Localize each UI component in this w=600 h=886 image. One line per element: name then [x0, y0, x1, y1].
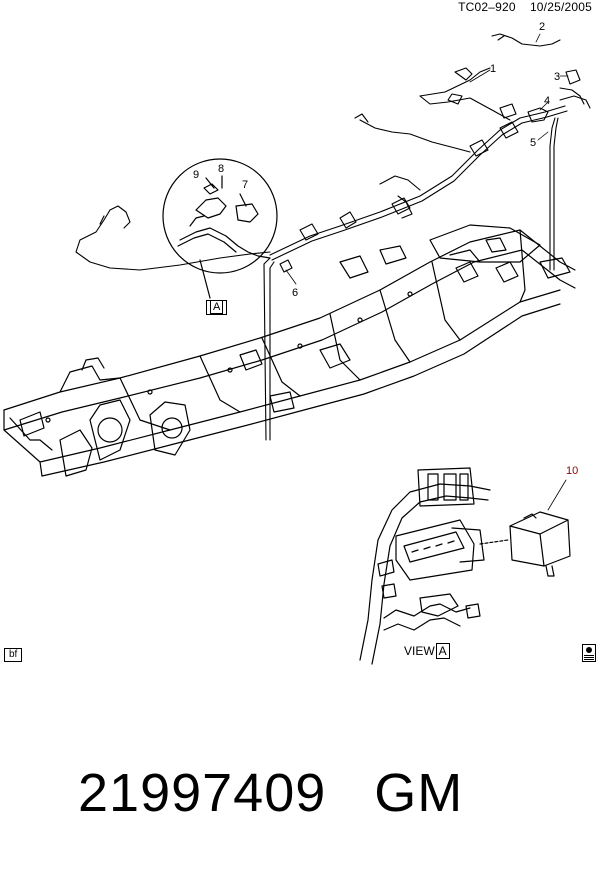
diagram-date: 10/25/2005	[529, 0, 592, 14]
wiring-harness	[75, 33, 591, 441]
callout-numbers: 1 2 3 4 5 6 7 8 9 10	[193, 21, 578, 477]
callout-8: 8	[218, 163, 224, 175]
diagram-header: TC02–920 10/25/2005	[458, 0, 592, 14]
part-number: 21997409	[78, 763, 327, 823]
callout-1: 1	[490, 63, 496, 75]
callout-9: 9	[193, 169, 199, 181]
corner-tag: bf	[4, 648, 23, 662]
part-number-line: 21997409 GM	[14, 700, 463, 886]
detail-inset	[162, 158, 278, 299]
callout-3: 3	[554, 71, 560, 83]
view-reference-box: A	[206, 300, 228, 315]
vehicle-frame	[3, 224, 576, 477]
brand-name: GM	[374, 763, 464, 823]
callout-7: 7	[242, 179, 248, 191]
callout-6: 6	[292, 287, 298, 299]
view-label-text: VIEW	[404, 644, 435, 658]
document-icon	[582, 644, 596, 662]
callout-2: 2	[539, 21, 545, 33]
view-reference-letter: A	[210, 300, 224, 314]
callout-10: 10	[566, 465, 578, 477]
callout-4: 4	[544, 95, 550, 107]
callout-5: 5	[530, 137, 536, 149]
view-label-letter: A	[435, 643, 450, 659]
wiring-diagram-svg: 1 2 3 4 5 6 7 8 9 10	[3, 21, 591, 665]
diagram-code: TC02–920	[458, 0, 516, 14]
diagram-canvas: TC02–920 10/25/2005	[3, 0, 596, 823]
view-a-inset	[359, 467, 571, 665]
callout-leaders	[285, 33, 569, 511]
